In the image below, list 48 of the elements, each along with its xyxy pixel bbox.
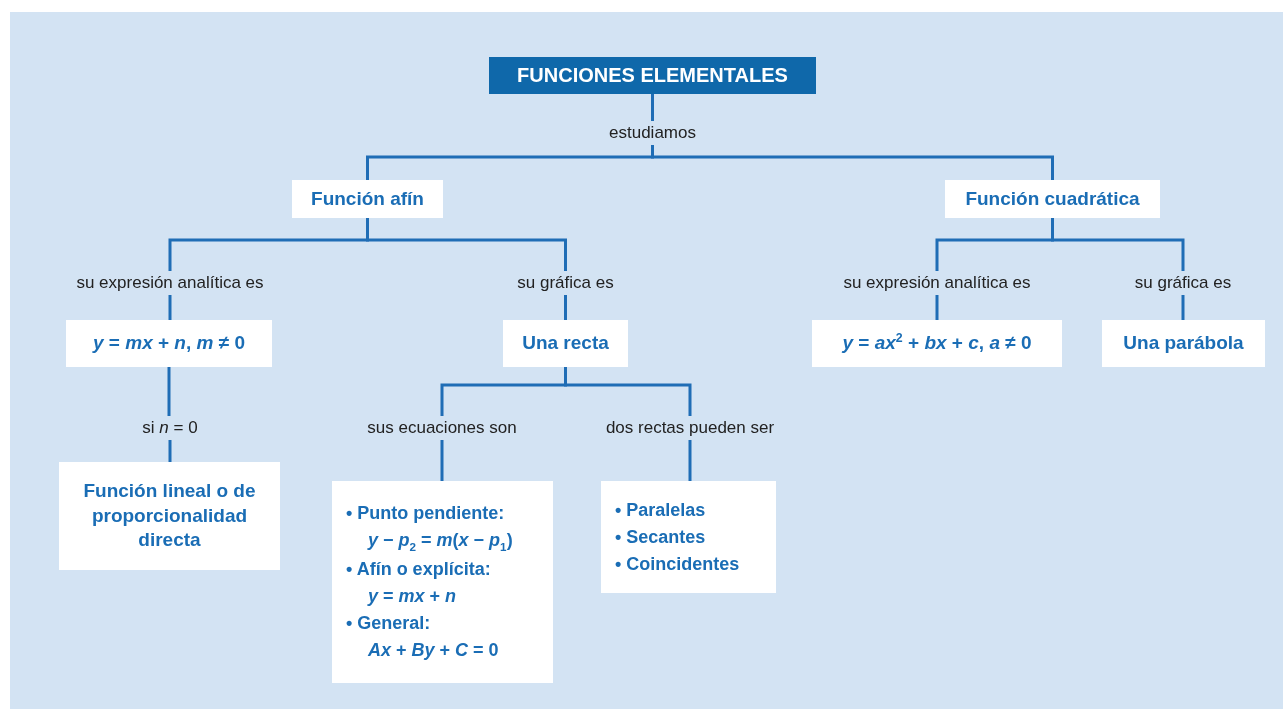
list-item: y − p$_{2}$ = m(x − p$_{1}$) (366, 529, 513, 555)
connector-line (564, 367, 692, 416)
list-item: • Secantes (615, 525, 706, 549)
connector-line (168, 295, 172, 320)
concept-box (503, 320, 628, 367)
concept-box (812, 320, 1062, 367)
concept-text: y = mx + n, m ≠ 0 (93, 331, 245, 356)
list-item: y = mx + n (366, 584, 457, 608)
connector-line (168, 440, 172, 462)
list-item: • Paralelas (615, 498, 706, 522)
linking-phrase: su expresión analítica es (60, 271, 280, 295)
list-item: • Punto pendiente: (346, 502, 505, 526)
title-text: FUNCIONES ELEMENTALES (517, 64, 788, 87)
concept-box (66, 320, 272, 367)
connector-line (440, 440, 444, 481)
concept-box (601, 481, 776, 593)
concept-box (332, 481, 553, 683)
connector-line (167, 367, 171, 416)
linking-phrase: dos rectas pueden ser (587, 416, 793, 440)
concept-text: Función afín (311, 186, 424, 211)
concept-text: Función cuadrática (965, 186, 1140, 211)
concept-text: y = ax$^{2}$ + bx + c, a ≠ 0 (842, 330, 1032, 356)
connector-line (366, 218, 567, 271)
connector-line (1181, 295, 1185, 320)
list-item: • Coincidentes (615, 552, 740, 576)
linking-phrase: su expresión analítica es (817, 271, 1057, 295)
concept-box (1102, 320, 1265, 367)
concept-text: Función lineal o de proporcionalidad directa (82, 478, 257, 553)
concept-box (292, 180, 443, 218)
linking-phrase: su gráfica es (503, 271, 628, 295)
concept-box (945, 180, 1160, 218)
list-item: Ax + By + C = 0 (367, 638, 499, 662)
connector-line (651, 94, 654, 121)
concept-text: Una recta (522, 331, 609, 356)
connector-line (1051, 218, 1185, 271)
connector-line (688, 440, 692, 481)
concept-text: Una parábola (1123, 331, 1244, 356)
title-box (489, 57, 816, 94)
connector-line (651, 145, 1054, 180)
connector-line (935, 295, 939, 320)
connector-line (564, 295, 567, 320)
linking-phrase: sus ecuaciones son (345, 416, 539, 440)
list-item: • General: (346, 611, 431, 635)
list-item: • Afín o explícita: (346, 557, 491, 581)
linking-phrase: estudiamos (600, 121, 705, 145)
linking-phrase: su gráfica es (1123, 271, 1243, 295)
concept-box (59, 462, 280, 570)
linking-phrase: si n = 0 (125, 416, 215, 440)
